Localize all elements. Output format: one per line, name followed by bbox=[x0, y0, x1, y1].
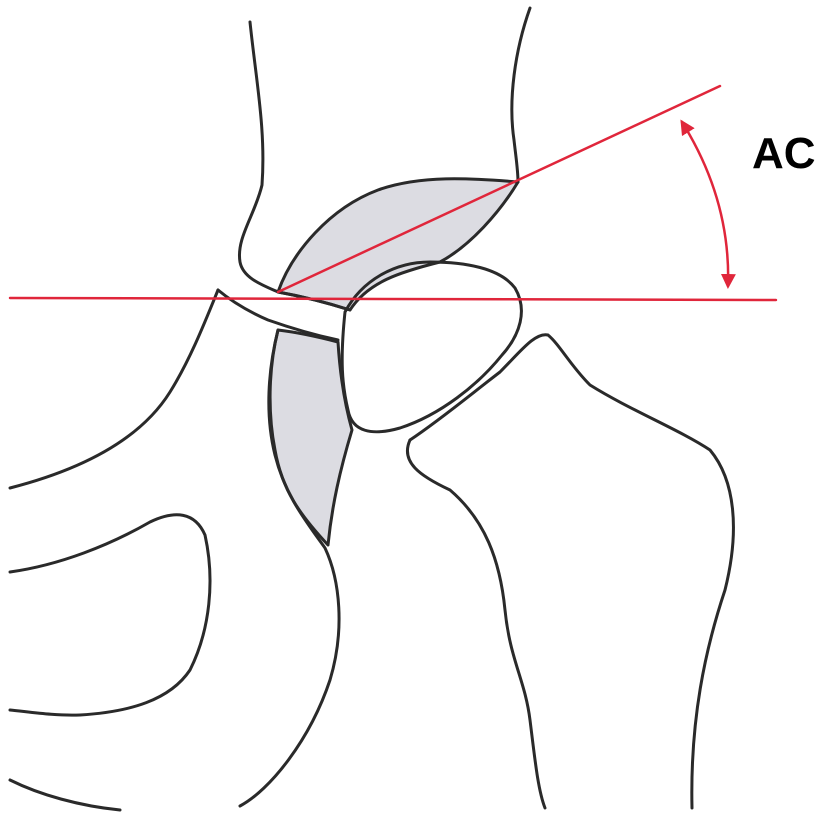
ilium-right-contour bbox=[512, 8, 530, 182]
pubis-lower-contour bbox=[10, 780, 120, 810]
angle-label: AC bbox=[752, 129, 816, 178]
obturator-foramen bbox=[10, 515, 210, 715]
femoral-shaft-medial bbox=[407, 440, 545, 808]
hilgenreiner-line bbox=[10, 298, 776, 300]
angle-arc bbox=[682, 122, 728, 286]
triradiate-cartilage bbox=[270, 330, 352, 545]
pelvis-outer-contour bbox=[10, 290, 218, 488]
acetabular-roof-line bbox=[278, 86, 720, 292]
acetabular-roof-cartilage bbox=[278, 179, 518, 310]
ilium-left-contour bbox=[239, 22, 278, 292]
femoral-shaft bbox=[410, 335, 733, 808]
